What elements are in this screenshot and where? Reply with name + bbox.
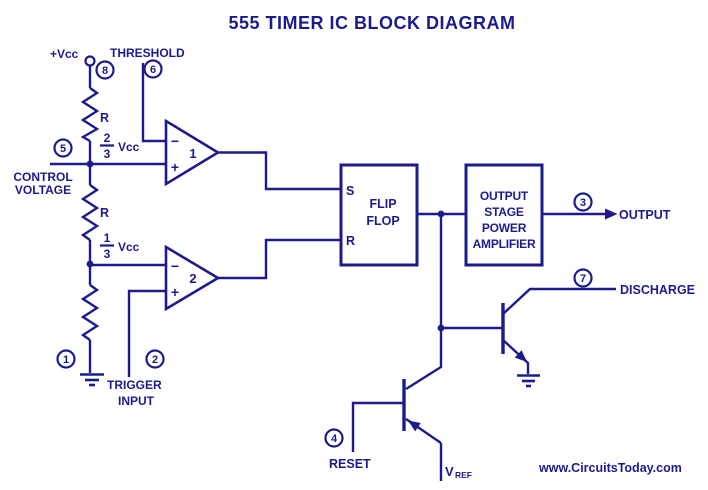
- svg-text:4: 4: [331, 433, 338, 445]
- comparator-2-triangle-icon: [164, 244, 221, 312]
- pin-2-badge: 2: [145, 349, 165, 369]
- svg-text:7: 7: [580, 273, 586, 285]
- svg-text:Vcc: Vcc: [118, 240, 140, 254]
- wire-npn-collector: [502, 287, 616, 315]
- comparator-1: − + 1: [164, 118, 221, 187]
- comparator-2-number: 2: [189, 271, 196, 286]
- wire-npn-emitter: [502, 339, 530, 374]
- pnp-emitter-arrow-icon: [408, 420, 421, 432]
- vcc-terminal-icon: [84, 55, 96, 67]
- wire-threshold: [141, 63, 166, 143]
- diagram-title: 555 TIMER IC BLOCK DIAGRAM: [228, 13, 515, 33]
- pin-1-badge: 1: [56, 349, 76, 369]
- vref-label: V REF: [445, 464, 472, 480]
- resistor-r1-label: R: [100, 111, 109, 125]
- junction-dot: [86, 260, 94, 268]
- pin-3-badge: 3: [573, 192, 593, 212]
- comparator-2-plus: +: [171, 284, 179, 300]
- control-voltage-label-line1: CONTROL: [13, 170, 72, 184]
- wire-ff-output-down: [405, 214, 443, 391]
- output-stage-block: OUTPUT STAGE POWER AMPLIFIER: [464, 163, 544, 267]
- ground-icon: [517, 374, 540, 388]
- flip-flop-label-line1: FLIP: [369, 197, 396, 211]
- resistor-r2-icon: [80, 184, 100, 241]
- trigger-label-line2: INPUT: [118, 394, 155, 408]
- flip-flop-label-line2: FLOP: [366, 214, 399, 228]
- svg-text:3: 3: [104, 147, 111, 161]
- wire-reset: [351, 401, 404, 452]
- output-label: OUTPUT: [619, 208, 671, 222]
- comparator-1-minus: −: [171, 133, 179, 149]
- output-stage-line1: OUTPUT: [480, 189, 529, 203]
- reset-transistor: [351, 379, 443, 481]
- flip-flop-reset-input: R: [346, 234, 355, 248]
- ground-icon: [80, 373, 104, 387]
- two-thirds-vcc-label: 2 3 Vcc: [100, 131, 140, 161]
- svg-text:3: 3: [580, 197, 586, 209]
- svg-text:8: 8: [102, 65, 108, 77]
- discharge-label: DISCHARGE: [620, 283, 695, 297]
- svg-text:5: 5: [60, 143, 66, 155]
- wire-comp2-to-reset: [218, 238, 341, 280]
- vref-main: V: [445, 464, 454, 479]
- pin-5-badge: 5: [53, 138, 73, 158]
- one-third-vcc-label: 1 3 Vcc: [100, 231, 140, 261]
- output-stage-line2: STAGE: [484, 205, 524, 219]
- flip-flop-set-input: S: [346, 184, 354, 198]
- comparator-1-plus: +: [171, 159, 179, 175]
- svg-text:6: 6: [150, 64, 156, 76]
- pin-6-badge: 6: [143, 59, 163, 79]
- resistor-r2-label: R: [100, 206, 109, 220]
- svg-text:1: 1: [63, 354, 69, 366]
- trigger-label-line1: TRIGGER: [107, 378, 162, 392]
- junction-dot: [86, 160, 94, 168]
- output-stage-line4: AMPLIFIER: [473, 237, 536, 251]
- svg-text:Vcc: Vcc: [118, 140, 140, 154]
- website-credit: www.CircuitsToday.com: [538, 461, 682, 475]
- comparator-2: − + 2: [164, 244, 221, 312]
- resistor-r1-icon: [80, 87, 100, 143]
- comparator-1-triangle-icon: [164, 118, 221, 187]
- vref-subscript: REF: [455, 470, 472, 480]
- pin-4-badge: 4: [324, 428, 344, 448]
- npn-emitter-arrow-icon: [514, 350, 527, 362]
- vcc-label: +Vcc: [50, 47, 79, 61]
- comparator-1-number: 1: [189, 146, 196, 161]
- threshold-label: THRESHOLD: [110, 46, 185, 60]
- control-voltage-label-line2: VOLTAGE: [15, 183, 71, 197]
- wire-comp1-to-set: [218, 151, 341, 191]
- svg-text:2: 2: [104, 131, 111, 145]
- comparator-2-minus: −: [171, 258, 179, 274]
- svg-text:1: 1: [104, 231, 111, 245]
- resistor-r3-icon: [80, 284, 100, 341]
- pin-8-badge: 8: [95, 60, 115, 80]
- svg-text:3: 3: [104, 247, 111, 261]
- voltage-divider: +Vcc R R 2 3 Vcc 1 3 Vcc: [50, 47, 140, 387]
- wire-trigger: [127, 289, 166, 377]
- svg-text:2: 2: [152, 354, 158, 366]
- flip-flop-block: S R FLIP FLOP: [339, 163, 419, 267]
- output-arrowhead-icon: [605, 208, 618, 220]
- pin-7-badge: 7: [573, 268, 593, 288]
- reset-label: RESET: [329, 457, 371, 471]
- output-stage-line3: POWER: [482, 221, 527, 235]
- pin-badges: 8 6 5 1 2 3 7: [53, 59, 593, 448]
- discharge-transistor: [441, 287, 616, 388]
